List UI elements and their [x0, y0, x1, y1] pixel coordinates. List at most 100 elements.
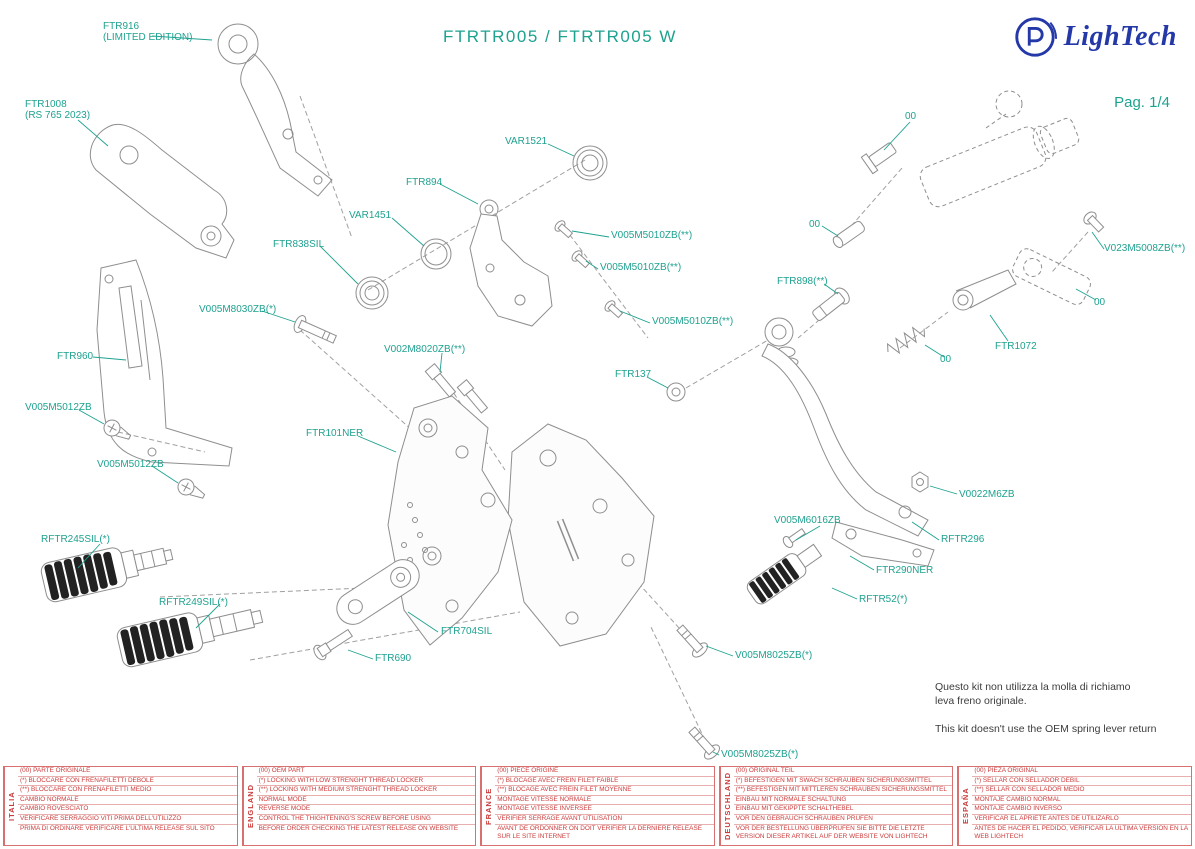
drawing-ftr704sil-link: [336, 559, 420, 625]
part-label-v005m8025zb-1: V005M8025ZB(*): [735, 650, 813, 661]
drawing-v002m8020zb-screw-1: [424, 363, 457, 398]
footer-line: VOR DEN GEBRAUCH SCHRAUBEN PRÜFEN: [733, 815, 953, 825]
assembly-axes-lines: [117, 95, 1089, 741]
note-english: This kit doesn't use the OEM spring leve…: [935, 723, 1157, 735]
part-label-ftr290ner: FTR290NER: [876, 565, 934, 576]
part-label-ftr704sil: FTR704SIL: [441, 626, 493, 637]
footer-country-france: FRANCE: [481, 767, 496, 845]
footer-line: MONTAJE CAMBIO INVERSO: [972, 805, 1191, 815]
footer-line: (00) ORIGINAL TEIL: [733, 767, 953, 777]
part-label-rftr249sil: RFTR249SIL(*): [159, 597, 228, 608]
lightech-logo: LighTech: [1012, 14, 1177, 60]
drawing-ftr894-bracket: [469, 199, 553, 327]
drawing-ftr898-pin: [812, 287, 850, 321]
footer-line: NORMAL MODE: [256, 796, 476, 806]
drawing-spring: [886, 326, 926, 355]
drawing-v005m8025zb-screw-1: [676, 624, 708, 658]
part-label-ftr137: FTR137: [615, 369, 652, 380]
footer-block-england: ENGLAND (00) OEM PART (*) LOCKING WITH L…: [241, 766, 477, 846]
footer-line: VERIFICARE SERRAGGIO VITI PRIMA DELL'UTI…: [18, 815, 237, 825]
part-label-ftr101ner: FTR101NER: [306, 428, 364, 439]
drawing-rftr245sil-footpeg: [40, 547, 174, 603]
drawing-ftr838sil-bushing: [355, 276, 389, 310]
footer-line: (00) PARTE ORIGINALE: [18, 767, 237, 777]
note-italian-line1: Questo kit non utilizza la molla di rich…: [935, 681, 1131, 693]
footer-line: CONTROL THE THIGHTENING'S SCREW BEFORE U…: [256, 815, 476, 825]
part-label-ftr916: FTR916 (LIMITED EDITION): [103, 21, 192, 43]
footer-block-france: FRANCE (00) PIECE ORIGINE (*) BLOCAGE AV…: [480, 766, 715, 846]
part-label-rftr52: RFTR52(*): [859, 594, 908, 605]
part-label-rftr245sil: RFTR245SIL(*): [41, 534, 110, 545]
part-label-var1521: VAR1521: [505, 136, 548, 147]
drawing-brake-lever: [761, 317, 929, 537]
footer-line: REVERSE MODE: [256, 805, 476, 815]
footer-block-deutschland: DEUTSCHLAND (00) ORIGINAL TEIL (*) BEFES…: [718, 766, 954, 846]
part-label-v002m8020zb: V002M8020ZB(**): [384, 344, 466, 355]
part-label-v005m5010zb-2: V005M5010ZB(**): [600, 262, 682, 273]
drawing-var1451-ring: [420, 238, 452, 270]
part-label-v0022m6zb: V0022M6ZB: [959, 489, 1015, 500]
footer-line: EINBAU MIT GEKIPPTE SCHALTHEBEL: [733, 805, 953, 815]
footer-block-espana: ESPAÑA (00) PIEZA ORIGINAL (*) SELLAR CO…: [957, 766, 1192, 846]
footer-line: VERIFICAR EL APRIETE ANTES DE UTILIZARLO: [972, 815, 1191, 825]
footer-line: (*) BEFESTIGEN MIT SWACH SCHRAUBEN SICHE…: [733, 777, 953, 787]
footer-line: (*) BLOCAGE AVEC FREIN FILET FAIBLE: [495, 777, 714, 787]
drawing-rftr249sil-footpeg: [116, 609, 264, 668]
part-label-oem-1: 00: [905, 111, 917, 122]
footer-lines-england: (00) OEM PART (*) LOCKING WITH LOW STREN…: [256, 767, 476, 845]
lightech-logo-icon: [1014, 17, 1057, 57]
drawing-ftr137-washer: [666, 382, 686, 402]
note-italian-line2: leva freno originale.: [935, 695, 1027, 707]
drawing-ftr1008-bracket: [89, 124, 235, 259]
footer-line: (**) SELLAR CON SELLADOR MEDIO: [972, 786, 1191, 796]
drawing-oem-master-cylinder: [919, 90, 1080, 208]
drawing-oem-pin: [832, 142, 897, 248]
footer-lines-france: (00) PIECE ORIGINE (*) BLOCAGE AVEC FREI…: [495, 767, 714, 845]
part-label-ftr690: FTR690: [375, 653, 412, 664]
drawing-v005m5010zb-screw-2: [571, 250, 591, 269]
footer-line: (00) OEM PART: [256, 767, 476, 777]
footer-line: (*) LOCKING WITH LOW STRENGHT THREAD LOC…: [256, 777, 476, 787]
footer-line: (**) BLOCAGE AVEC FREIN FILET MOYENNE: [495, 786, 714, 796]
part-label-ftr898: FTR898(**): [777, 276, 828, 287]
part-label-oem-3: 00: [1094, 297, 1106, 308]
part-label-oem-2: 00: [809, 219, 821, 230]
drawing-var1521-bushing: [572, 145, 608, 181]
part-label-sub: (LIMITED EDITION): [103, 32, 193, 43]
drawing-ftr1072-bracket: [952, 269, 1017, 311]
part-label-ftr960: FTR960: [57, 351, 94, 362]
kit-notes: Questo kit non utilizza la molla di rich…: [935, 680, 1190, 736]
part-label-ftr894: FTR894: [406, 177, 443, 188]
part-label-v005m8030zb: V005M8030ZB(*): [199, 304, 277, 315]
part-label-v023m5008zb: V023M5008ZB(**): [1104, 243, 1186, 254]
footer-lines-italia: (00) PARTE ORIGINALE (*) BLOCCARE CON FR…: [18, 767, 237, 845]
footer-line: (**) BEFESTIGEN MIT MITTLEREN SCHRAUBEN …: [733, 786, 953, 796]
part-label-v005m5010zb-1: V005M5010ZB(**): [611, 230, 693, 241]
footer-line: (*) BLOCCARE CON FRENAFILETTI DEBOLE: [18, 777, 237, 787]
note-italian: Questo kit non utilizza la molla di rich…: [935, 680, 1190, 708]
part-label-text: FTR916: [103, 21, 140, 32]
drawing-ftr101ner-bracket: [387, 395, 655, 647]
page-title: FTRTR005 / FTRTR005 W: [443, 27, 677, 46]
footer-line: (**) BLOCCARE CON FRENAFILETTI MEDIO: [18, 786, 237, 796]
footer-country-espana: ESPAÑA: [958, 767, 973, 845]
footer-line: EINBAU MIT NORMALE SCHALTUNG: [733, 796, 953, 806]
drawing-v005m5012zb-screw-2: [177, 478, 206, 499]
footer: ITALIA (00) PARTE ORIGINALE (*) BLOCCARE…: [3, 766, 1192, 846]
drawing-oem-clevis: [1012, 248, 1091, 306]
drawing-rftr296-arm: [831, 521, 935, 567]
footer-line: (**) LOCKING WITH MEDIUM STRENGHT THREAD…: [256, 786, 476, 796]
footer-line: (00) PIEZA ORIGINAL: [972, 767, 1191, 777]
part-label-ftr838sil: FTR838SIL: [273, 239, 325, 250]
part-label-oem-4: 00: [940, 354, 952, 365]
footer-line: AVANT DE ORDONNER ON DOIT VERIFIER LA DE…: [497, 824, 702, 841]
drawing-v005m5010zb-screw-3: [604, 300, 624, 319]
lightech-logo-text: LighTech: [1063, 21, 1177, 52]
footer-country-deutschland: DEUTSCHLAND: [719, 767, 734, 845]
drawing-v005m6016zb-screw: [782, 527, 806, 548]
drawing-ftr916-bracket: [217, 23, 333, 197]
page-number: Pag. 1/4: [1114, 94, 1170, 111]
part-label-v005m5012zb-2: V005M5012ZB: [97, 459, 164, 470]
footer-line: CAMBIO NORMALE: [18, 796, 237, 806]
